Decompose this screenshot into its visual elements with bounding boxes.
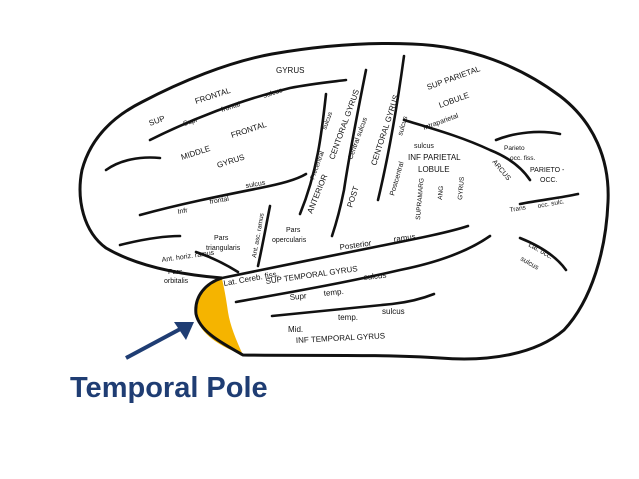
label-supramarg: SUPRAMARG bbox=[415, 178, 426, 220]
label-supr: Supr bbox=[182, 116, 199, 127]
label-pars-orb: Pars bbox=[168, 269, 183, 276]
label-gyrus-mid: GYRUS bbox=[216, 153, 246, 170]
label-middle: MIDDLE bbox=[180, 144, 212, 162]
label-opercularis: opercularis bbox=[272, 237, 307, 244]
label-intraparietal: Intraparietal bbox=[422, 113, 460, 132]
label-sulcus-mid: sulcus bbox=[382, 307, 405, 316]
label-sup: SUP bbox=[148, 114, 167, 128]
label-occ-fiss: occ. fiss. bbox=[510, 155, 535, 162]
label-occ: OCC. bbox=[540, 177, 558, 184]
label-parieto: Parieto bbox=[504, 145, 525, 152]
label-frontal-upper: FRONTAL bbox=[194, 86, 232, 106]
label-ant-horiz-ramus: Ant. horiz. ramus bbox=[161, 250, 215, 264]
label-frontal-lower: frontal bbox=[220, 101, 241, 114]
label-pars-operc: Pars bbox=[286, 227, 301, 234]
label-orbitalis: orbitalis bbox=[164, 278, 189, 285]
label-lobule-sup: LOBULE bbox=[438, 91, 471, 110]
label-centoral-gyrus-post: CENTORAL GYRUS bbox=[369, 94, 400, 167]
label-parieto-occ: PARIETO - bbox=[530, 167, 565, 174]
label-sulcus-inf: sulcus bbox=[245, 180, 266, 190]
label-sulcus-temp: sulcus bbox=[363, 271, 387, 282]
label-mid: Mid. bbox=[288, 325, 303, 334]
label-trans: Trans bbox=[509, 204, 527, 214]
label-lobule-inf: LOBULE bbox=[418, 165, 450, 174]
pointer-arrow bbox=[125, 322, 194, 360]
caption-temporal-pole: Temporal Pole bbox=[70, 372, 268, 404]
label-occ-sulc: occ. sulc. bbox=[537, 198, 565, 210]
label-central-sulcus: Central sulcus bbox=[347, 116, 369, 161]
label-ang: ANG bbox=[437, 186, 445, 201]
label-gyrus-top: GYRUS bbox=[276, 66, 304, 75]
label-lat-occ: Lat. occ. bbox=[527, 242, 553, 261]
label-frontal-mid: FRONTAL bbox=[230, 120, 268, 140]
label-sup-parietal: SUP PARIETAL bbox=[426, 64, 482, 92]
label-sulcus-intra: sulcus bbox=[414, 143, 434, 150]
label-postcentral: Postcentral bbox=[389, 161, 406, 197]
label-inf-temporal-gyrus: INF TEMPORAL GYRUS bbox=[296, 331, 386, 345]
label-gyrus-ang: GYRUS bbox=[457, 176, 466, 200]
label-temp-mid: temp. bbox=[338, 313, 358, 322]
label-ramus: ramus bbox=[393, 232, 416, 244]
label-post: POST bbox=[345, 185, 360, 209]
label-triangularis: triangularis bbox=[206, 245, 241, 252]
label-infr: Infr bbox=[177, 207, 189, 216]
label-supr-temp: Supr bbox=[289, 291, 307, 302]
brain-outline bbox=[78, 41, 610, 361]
label-temp-sulcus: temp. bbox=[323, 287, 344, 298]
label-inf-parietal: INF PARIETAL bbox=[408, 153, 461, 162]
label-sulcus-lat-occ: sulcus bbox=[519, 256, 540, 272]
sulci bbox=[104, 54, 580, 318]
temporal-pole-highlight bbox=[195, 279, 243, 355]
label-sulcus-upper: sulcus bbox=[262, 87, 284, 100]
label-posterior: Posterior bbox=[339, 239, 372, 252]
label-pars-tri: Pars bbox=[214, 235, 229, 242]
label-sulcus-post: sulcus bbox=[397, 115, 409, 136]
label-arcus: ARCUS bbox=[490, 159, 511, 183]
label-frontal-inf: frontal bbox=[209, 196, 230, 206]
